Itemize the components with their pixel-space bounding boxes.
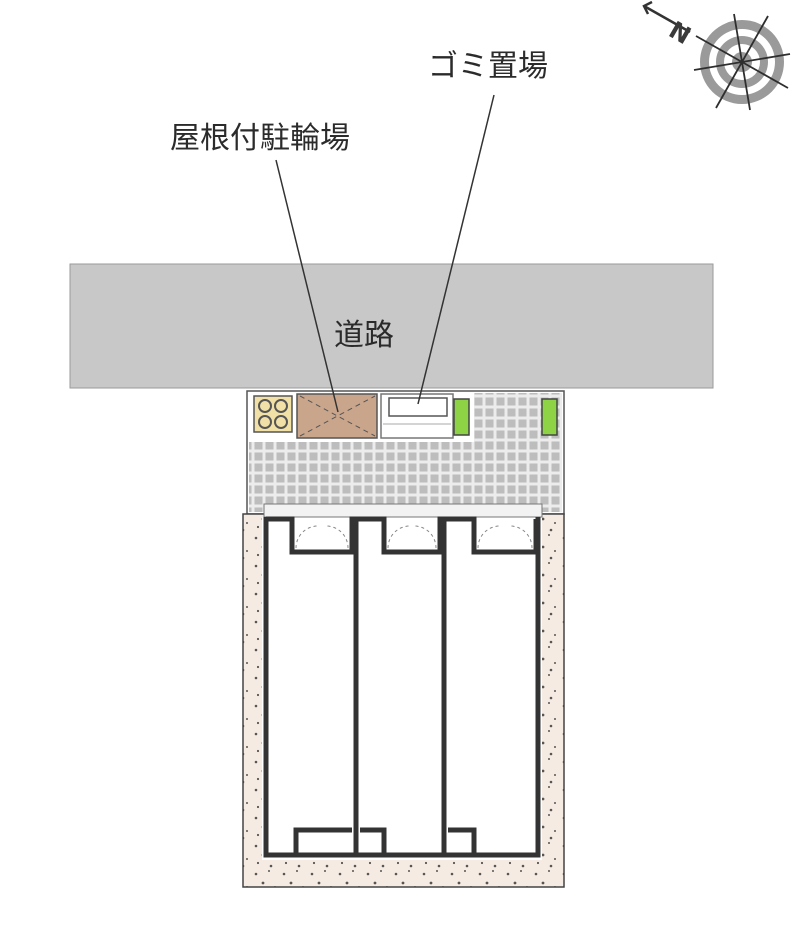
planter-right — [541, 398, 558, 436]
bike-parking-label: 屋根付駐輪場 — [170, 121, 350, 156]
unit-1 — [270, 556, 352, 826]
garbage-area-label: ゴミ置場 — [428, 49, 548, 84]
road-label: 道路 — [334, 318, 394, 353]
lot — [246, 390, 565, 515]
road — [69, 263, 714, 389]
unit-2 — [360, 556, 440, 826]
garbage-area-leader-line — [417, 94, 495, 405]
entrance-doors — [295, 525, 533, 549]
compass-rose-icon: N — [642, 0, 791, 111]
garbage-storage-area — [380, 393, 454, 439]
bike-parking-leader-line — [275, 159, 339, 413]
covered-bicycle-parking — [296, 393, 378, 439]
entrance-walkway — [263, 503, 543, 518]
building — [263, 516, 541, 858]
utility-meter-box — [253, 395, 293, 433]
paved-area — [249, 442, 562, 512]
unit-3 — [448, 556, 534, 826]
planter-left — [453, 398, 470, 436]
